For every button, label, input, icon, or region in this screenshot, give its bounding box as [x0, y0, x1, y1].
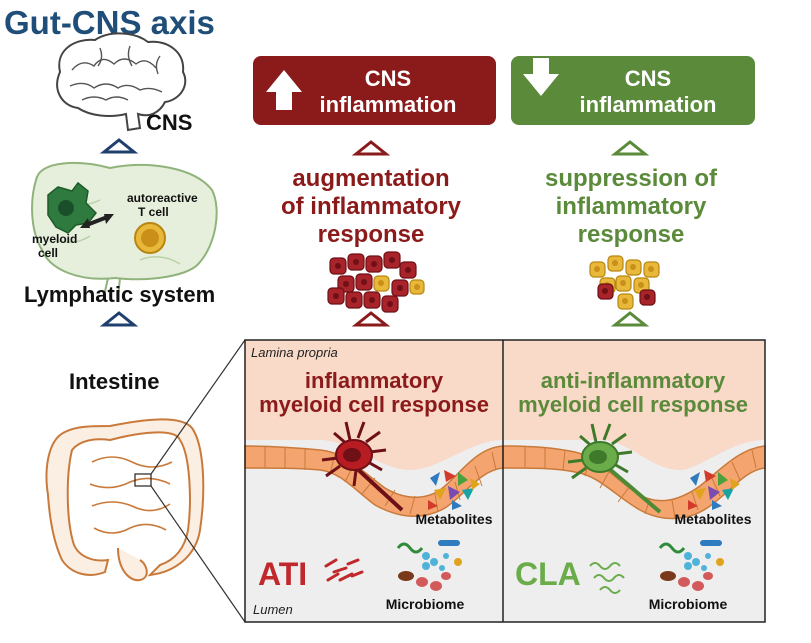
increase-inflammation-box [253, 56, 496, 125]
myeloid-cell-label: cell [38, 246, 58, 260]
arrow-up-icon [351, 140, 391, 156]
augmentation-text-2: of inflammatory [281, 193, 462, 220]
inflammatory-heading-2: myeloid cell response [259, 392, 489, 417]
zoom-lines [150, 339, 246, 623]
metabolites-icon [428, 470, 480, 510]
arrow-up-icon [266, 70, 302, 110]
inflammatory-myeloid-cell [321, 421, 404, 512]
decrease-inflammation-box [511, 56, 755, 125]
microbiome-label-left: Microbiome [386, 596, 465, 612]
cns-label: CNS [146, 110, 192, 135]
brain-icon [56, 32, 187, 132]
anti-inflammatory-heading-2: myeloid cell response [518, 392, 748, 417]
t-cell-label: T cell [138, 205, 169, 219]
increase-box-line1: CNS [365, 66, 411, 91]
cla-label: CLA [515, 556, 581, 592]
decrease-box-line1: CNS [625, 66, 671, 91]
arrow-up-icon [610, 140, 650, 156]
zoom-box [134, 473, 152, 487]
increase-box-line2: inflammation [320, 92, 457, 117]
autoreactive-label: autoreactive [127, 191, 198, 205]
augmentation-text-3: response [318, 221, 425, 248]
suppression-text-2: inflammatory [556, 193, 707, 220]
anti-inflammatory-myeloid-cell [567, 423, 662, 514]
arrow-up-icon [99, 311, 139, 327]
lamina-propria-label: Lamina propria [251, 345, 338, 360]
microbiome-label-right: Microbiome [649, 596, 728, 612]
intestine-illustration [45, 418, 205, 582]
suppression-text-3: response [578, 221, 685, 248]
metabolites-icon [688, 470, 740, 510]
metabolites-label-right: Metabolites [674, 511, 751, 527]
intestine-label: Intestine [69, 369, 159, 394]
arrow-up-icon [610, 311, 650, 327]
metabolites-label-left: Metabolites [415, 511, 492, 527]
myeloid-label: myeloid [32, 232, 77, 246]
lymph-node-illustration [31, 162, 218, 299]
suppression-text-1: suppression of [545, 165, 718, 192]
augmentation-text-1: augmentation [292, 165, 449, 192]
arrow-up-icon [351, 311, 391, 327]
arrow-up-icon [99, 138, 139, 154]
suppressive-cell-cluster [589, 255, 660, 310]
decrease-box-line2: inflammation [580, 92, 717, 117]
arrow-down-icon [523, 58, 559, 96]
inflammatory-cell-cluster [327, 251, 425, 313]
inflammatory-heading-1: inflammatory [305, 368, 444, 393]
microbiome-icon [396, 540, 462, 591]
microbiome-icon [658, 540, 724, 591]
ati-label: ATI [258, 556, 307, 592]
lumen-label: Lumen [253, 602, 293, 617]
ati-molecule-icon [324, 558, 364, 582]
lymphatic-system-label: Lymphatic system [24, 282, 215, 307]
intestine-panel [244, 339, 766, 623]
cla-molecule-icon [589, 562, 625, 594]
anti-inflammatory-heading-1: anti-inflammatory [541, 368, 726, 393]
